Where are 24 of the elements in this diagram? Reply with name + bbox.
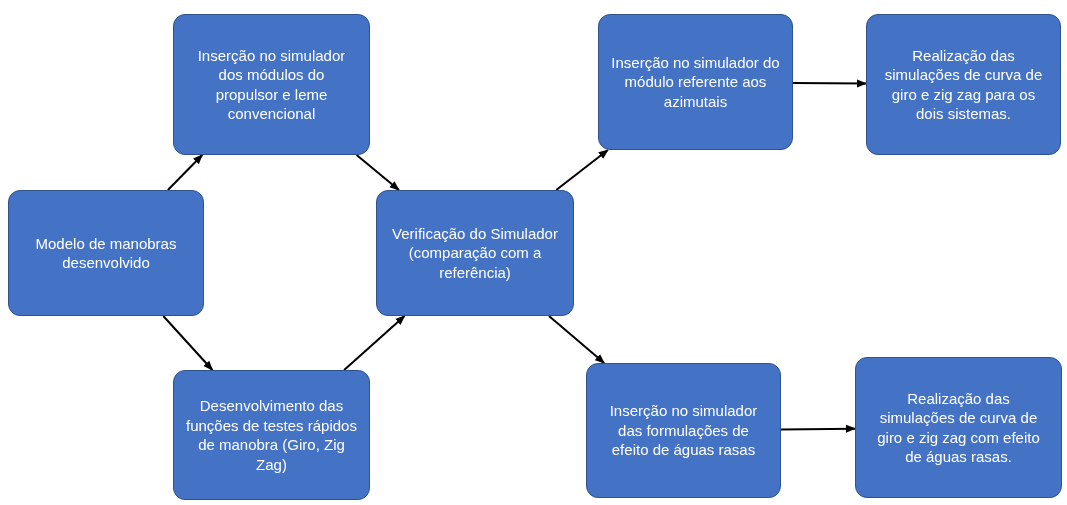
process-box — [866, 14, 1061, 155]
process-box — [376, 190, 574, 316]
process-box — [173, 14, 370, 155]
arrow — [162, 315, 214, 371]
box-text: Realização das simulações de curva de giro e zig zag com efeito de águas rasas. — [876, 388, 1041, 467]
box-text: Inserção no simulador do módulo referente aos azimutais — [611, 52, 780, 112]
process-box — [8, 190, 204, 316]
box-text: Realização das simulações de curva de giro e zig zag para os dois sistemas. — [883, 45, 1044, 124]
arrow — [792, 79, 867, 88]
arrow — [555, 149, 609, 191]
process-box — [586, 363, 781, 498]
box-text: Inserção no simulador das formulações de efeito de águas rasas — [608, 401, 759, 460]
arrow — [166, 154, 204, 191]
box-text: Modelo de manobras desenvolvido — [34, 233, 178, 273]
box-text: Inserção no simulador dos módulos do propulsor e leme convencional — [196, 45, 347, 124]
arrow — [343, 315, 406, 371]
process-box — [598, 14, 793, 150]
box-text: Desenvolvimento das funções de testes rápidos de manobra (Giro, Zig Zag) — [186, 396, 357, 474]
arrow — [355, 154, 400, 191]
process-box — [173, 370, 370, 500]
arrow — [780, 424, 856, 433]
box-text: Verificação do Simulador (comparação com a referência) — [391, 223, 559, 283]
arrow — [548, 315, 606, 364]
process-box — [855, 357, 1062, 498]
